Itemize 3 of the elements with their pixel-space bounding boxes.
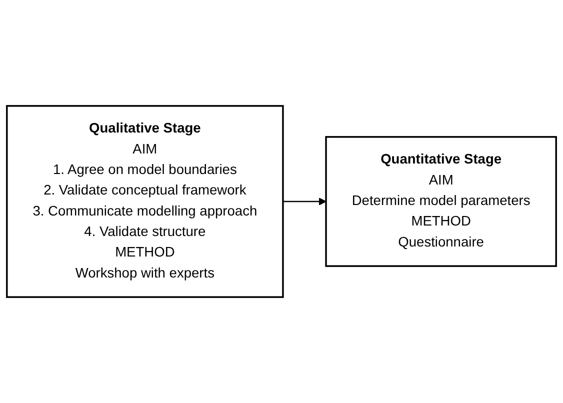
- node-box: Quantitative Stage AIM Determine model parameters METHOD Questionnaire: [325, 136, 557, 267]
- node-box: Qualitative Stage AIM 1. Agree on model boundaries 2. Validate conceptual framework 3. Communicate modelling approach 4. Validate structure METHOD Workshop with experts: [6, 105, 284, 298]
- arrow: [282, 198, 326, 206]
